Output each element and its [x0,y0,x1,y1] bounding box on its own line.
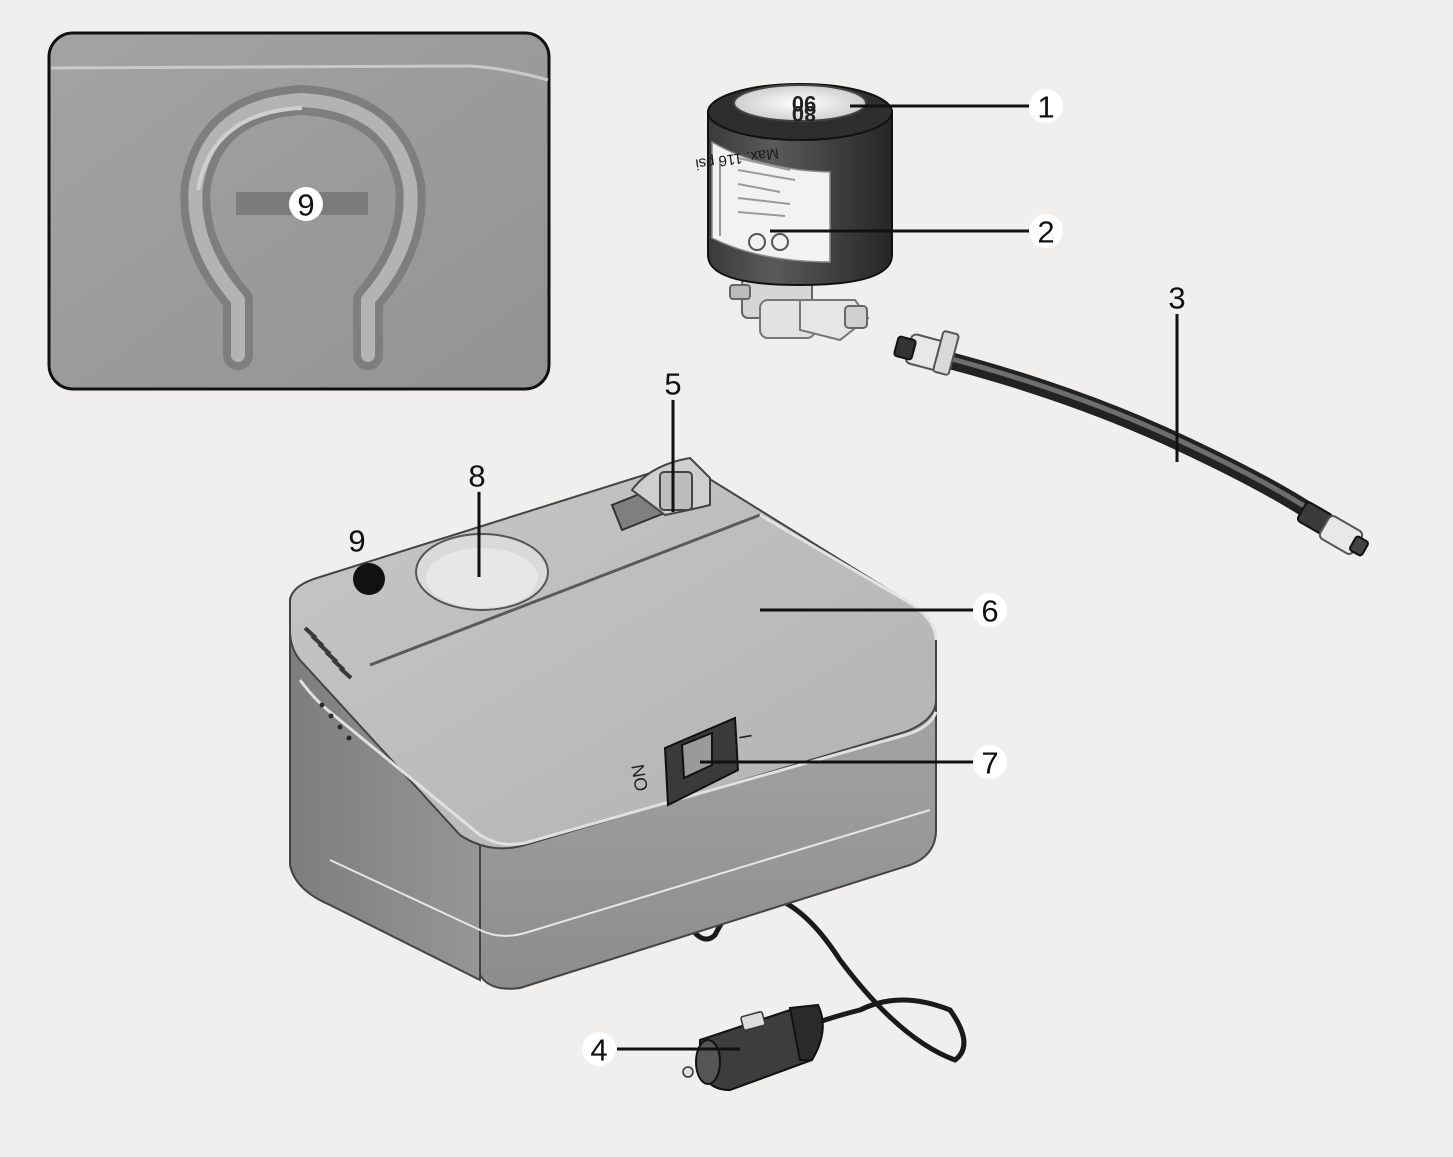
inset-edge-highlight [50,64,549,82]
recycle-icon [748,233,766,251]
gauge-reading-bottom: 80 [792,101,816,126]
callout-label: 1 [1037,90,1054,125]
switch-on-label: ON [628,763,652,793]
callout-label: 7 [981,746,998,781]
callout-label: 2 [1037,215,1054,250]
callout-9: 9 [340,523,374,559]
air-hose [893,330,1369,557]
callout-8: 8 [460,458,494,494]
callout-1: 1 [1029,89,1063,125]
callout-label: 5 [664,367,681,402]
callout-6: 6 [973,593,1007,629]
leader-lines [477,104,1179,1051]
bottle-label-text [719,157,796,236]
hose-connector-top [893,330,960,376]
callouts: 1 2 3 4 5 6 7 8 9 [340,89,1194,1068]
cigarette-lighter-plug [682,1003,824,1092]
top-rim [298,679,938,846]
inset-panel: 9 [47,31,551,391]
inset-callout-9: 9 [289,187,323,223]
pressure-gauge [733,84,867,122]
callout-label: 9 [297,188,314,223]
bottle-valve [729,277,870,342]
warning-icon [771,233,789,251]
callout-label: 4 [590,1033,607,1068]
hose-connector-bottom [1296,501,1369,557]
sealant-bottle: Max. 116 psi 90 80 [694,83,893,342]
callout-label: 6 [981,594,998,629]
lower-seam [329,809,931,937]
callout-4: 4 [582,1032,616,1068]
side-dots [319,702,352,741]
mounting-clip-marker [353,563,385,595]
callout-label: 8 [468,459,485,494]
callout-5: 5 [656,366,690,402]
callout-3: 3 [1160,280,1194,316]
callout-label: 3 [1168,281,1185,316]
hose-holder [610,456,712,532]
switch-off-label: I [735,732,756,740]
compressor-unit: ON I [289,456,938,990]
callout-7: 7 [973,745,1007,781]
clip-bracket [180,85,426,370]
lid-seam [369,513,761,667]
callout-2: 2 [1029,214,1063,250]
side-vents [303,626,353,680]
callout-label: 9 [348,524,365,559]
gauge-reading-top: 90 [792,91,816,116]
